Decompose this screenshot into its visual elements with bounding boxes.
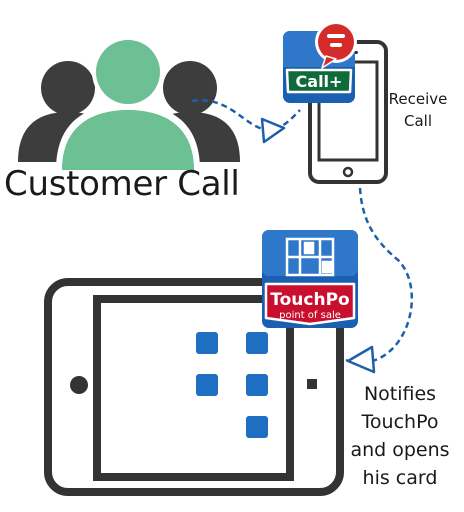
- notifies-label: Notifies TouchPo and opens his card: [336, 380, 464, 492]
- notifies-line: his card: [362, 467, 438, 489]
- touchpo-app-icon: TouchPo point of sale: [262, 230, 358, 328]
- receive-call-line: Receive: [388, 90, 448, 108]
- abacus-icon: [285, 237, 335, 277]
- call-plus-app-icon: Call+: [283, 21, 357, 103]
- app-tile: [246, 332, 268, 354]
- receive-call-line: Call: [403, 112, 432, 130]
- app-tile: [246, 416, 268, 438]
- app-tile: [196, 332, 218, 354]
- tablet-icon: [44, 278, 344, 496]
- app-tile: [246, 374, 268, 396]
- customer-call-label: Customer Call: [4, 164, 240, 204]
- customer-to-phone-link: [191, 99, 301, 144]
- receive-call-label: Receive Call: [378, 88, 458, 132]
- arrow-head-icon: [346, 345, 376, 374]
- touchpo-tagline: point of sale: [279, 310, 341, 321]
- phone-to-tablet-link: [345, 187, 414, 374]
- arrow-head-icon: [260, 117, 286, 144]
- app-tile: [196, 374, 218, 396]
- touchpo-name: TouchPo: [270, 290, 349, 310]
- notifies-line: TouchPo: [361, 411, 439, 433]
- app-tile-grid: [196, 332, 268, 438]
- notifies-line: Notifies: [363, 383, 437, 405]
- customer-group-icon: [18, 36, 240, 170]
- call-plus-name: Call+: [296, 72, 343, 91]
- notifies-line: and opens: [350, 439, 450, 461]
